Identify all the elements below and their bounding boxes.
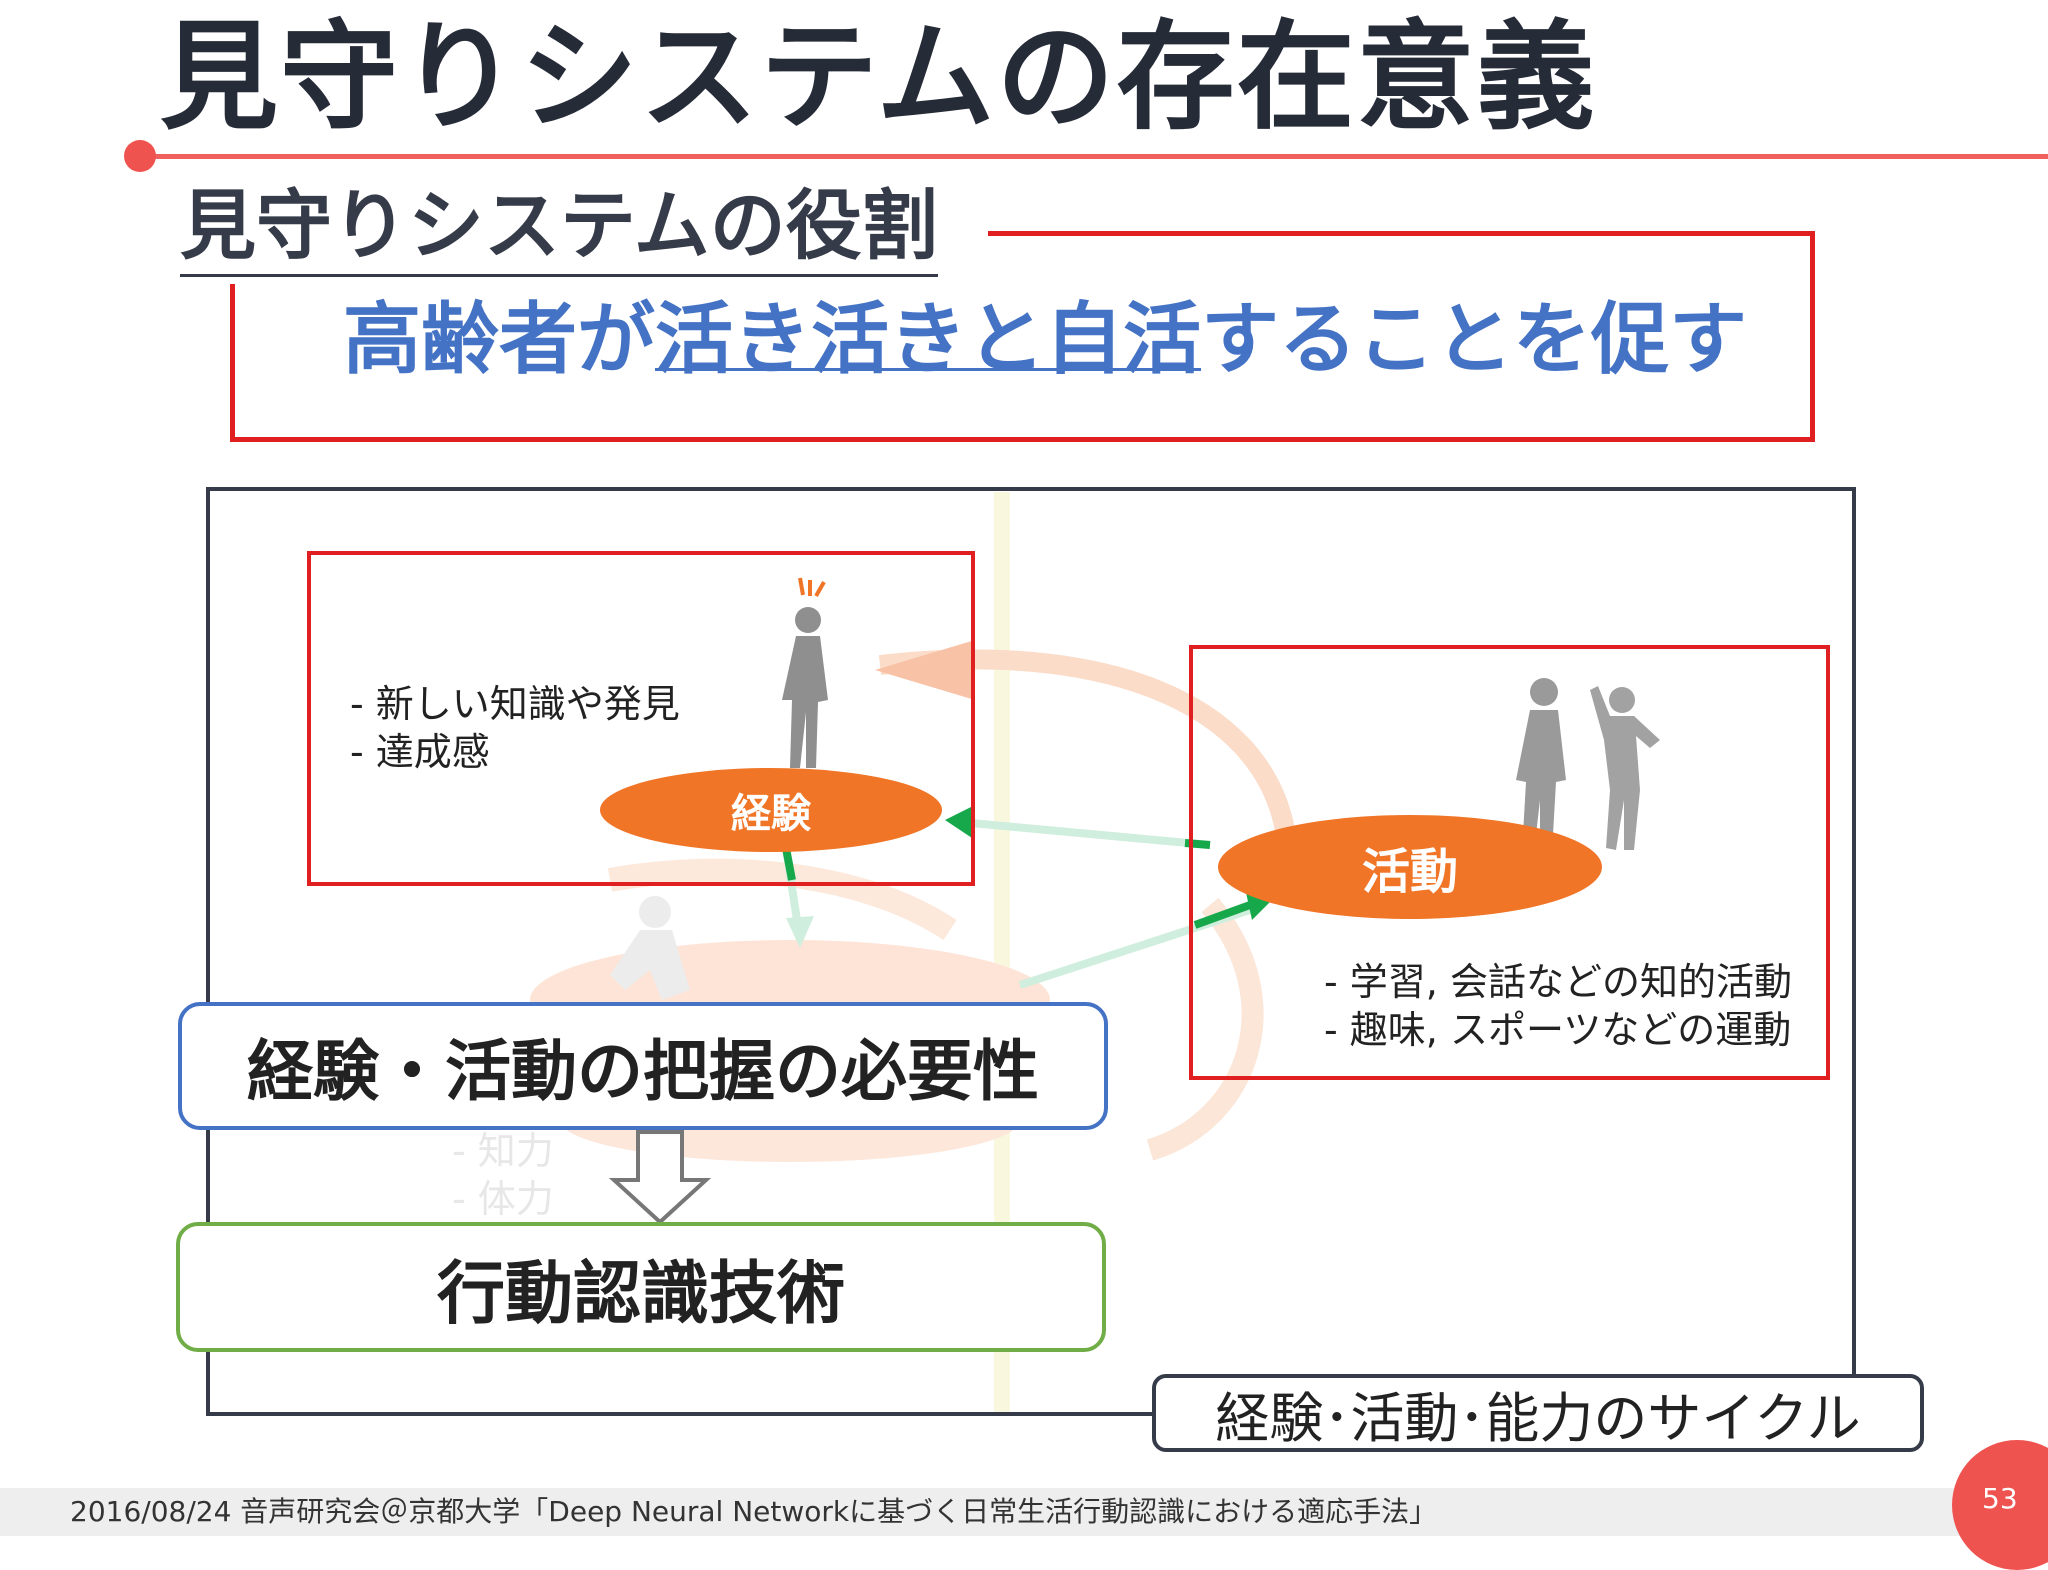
experience-list: - 新しい知識や発見 - 達成感: [350, 680, 680, 776]
activity-item: - 学習, 会話などの知的活動: [1324, 960, 1792, 1004]
title-rule-dot: [124, 140, 156, 172]
role-frame-bottom: [230, 437, 1815, 442]
activity-ellipse: 活動: [1218, 815, 1602, 919]
down-arrow-icon: [608, 1130, 712, 1225]
ability-item: - 体力: [452, 1177, 554, 1221]
cycle-label: 経験･活動･能力のサイクル: [1152, 1374, 1924, 1452]
experience-item: - 達成感: [350, 730, 490, 774]
need-box: 経験・活動の把握の必要性: [178, 1002, 1108, 1130]
footer-text: 2016/08/24 音声研究会＠京都大学「Deep Neural Networ…: [70, 1495, 1438, 1528]
standing-figure-icon: [782, 607, 828, 768]
role-heading: 見守りシステムの役割: [180, 178, 938, 277]
walking-figure-icon: [1516, 678, 1566, 852]
tech-box: 行動認識技術: [176, 1222, 1106, 1352]
experience-box: [307, 551, 975, 886]
arrow-activity-to-experience: [959, 818, 1211, 849]
role-statement-part3: することを促す: [1201, 295, 1748, 385]
divider-line: [994, 492, 1010, 1412]
runner-figure-faded: [610, 896, 690, 1000]
dancing-figure-icon: [1590, 686, 1660, 850]
alert-icon: [798, 577, 826, 597]
experience-item: - 新しい知識や発見: [350, 682, 680, 726]
ability-item: - 知力: [452, 1129, 554, 1173]
title-rule: [140, 154, 2048, 159]
footer-bar: [0, 1488, 2048, 1536]
arrow-activity-to-experience-head: [945, 805, 975, 838]
role-statement-part1: 高齢者が: [343, 295, 656, 385]
role-statement-underlined: 活き活きと自活: [655, 295, 1202, 385]
cycle-diagram-frame: [206, 487, 1856, 1416]
experience-ellipse: 経験: [600, 768, 942, 852]
cycle-arrowhead-top: [875, 640, 975, 700]
cycle-swirl-right: [1146, 897, 1264, 1161]
role-frame-left: [230, 284, 235, 442]
role-frame-top: [988, 231, 1815, 236]
activity-list: - 学習, 会話などの知的活動 - 趣味, スポーツなどの運動: [1324, 958, 1792, 1054]
slide-title: 見守りシステムの存在意義: [160, 8, 1597, 146]
activity-box: [1189, 645, 1830, 1080]
arrow-experience-to-ability-solid: [782, 847, 796, 881]
role-frame-right: [1810, 231, 1815, 442]
ability-list-faded: - 知力 - 体力: [452, 1127, 554, 1223]
role-statement: 高齢者が活き活きと自活することを促す: [343, 290, 1747, 390]
arrow-ability-to-activity-solid: [1193, 901, 1252, 929]
arrow-experience-to-ability-head: [786, 916, 814, 948]
activity-item: - 趣味, スポーツなどの運動: [1324, 1008, 1792, 1052]
